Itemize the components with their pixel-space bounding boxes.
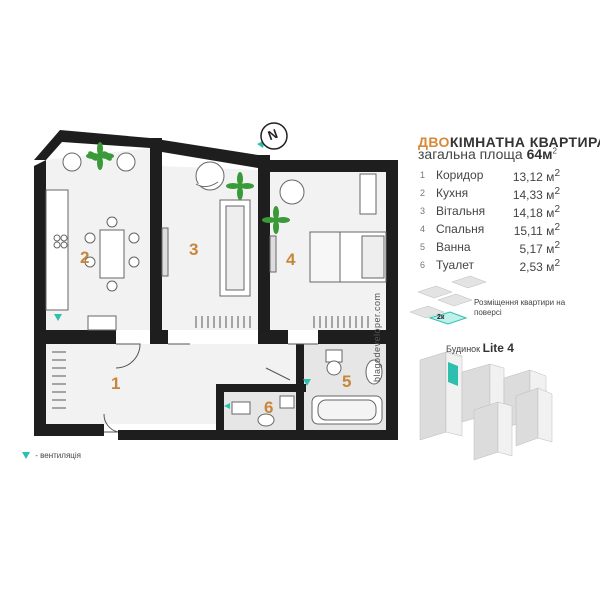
list-item: 2 Кухня 14,33 м2 (420, 186, 560, 204)
list-item: 4 Спальня 15,11 м2 (420, 222, 560, 240)
total-area-label: загальна площа (418, 146, 527, 162)
room-index: 6 (420, 260, 426, 270)
room-area-value: 2,53 м (519, 260, 555, 274)
room-area: 13,12 м2 (513, 168, 560, 184)
total-area-value: 64м (526, 146, 553, 162)
living-furniture (161, 161, 251, 297)
list-item: 1 Коридор 13,12 м2 (420, 168, 560, 186)
room-name: Коридор (436, 168, 484, 182)
room-index: 5 (420, 242, 426, 252)
room-label-2: 2 (80, 248, 90, 267)
room-area-sup: 2 (554, 186, 560, 197)
room-area-sup: 2 (554, 168, 560, 179)
room-index: 1 (420, 170, 426, 180)
room-label-1: 1 (111, 374, 121, 393)
building-name: Lite 4 (482, 341, 514, 355)
building-label: Будинок (446, 344, 481, 354)
kitchen-furniture (45, 152, 140, 331)
room-area-sup: 2 (554, 222, 560, 233)
room-area-sup: 2 (554, 258, 560, 269)
walls (34, 130, 398, 440)
list-item: 6 Туалет 2,53 м2 (420, 258, 560, 276)
room-area-value: 14,33 м (512, 188, 555, 202)
apartment-mark: 2к (437, 314, 445, 321)
room-name: Ванна (436, 240, 471, 254)
room-area: 15,11 м2 (514, 222, 560, 238)
list-item: 3 Вітальня 14,18 м2 (420, 204, 560, 222)
vent-triangle-icon (22, 452, 30, 460)
room-name: Спальня (436, 222, 485, 236)
title-rest: КІМНАТНА КВАРТИРА (449, 134, 600, 150)
room-area-sup: 2 (554, 240, 560, 251)
floor-location-caption: Розміщення квартири на поверсі (474, 298, 566, 317)
room-label-3: 3 (189, 240, 199, 259)
bedroom-furniture (269, 173, 387, 283)
total-area-sup: 2 (552, 146, 557, 156)
floor-fills (46, 148, 386, 432)
room-area-sup: 2 (554, 204, 560, 215)
website-label: blagodeveloper.com (372, 292, 382, 382)
building-block (419, 351, 553, 461)
room-list: 1 Коридор 13,12 м2 2 Кухня 14,33 м2 3 Ві… (420, 168, 560, 276)
room-index: 3 (420, 206, 426, 216)
room-area: 5,17 м2 (519, 240, 560, 256)
room-name: Туалет (436, 258, 474, 272)
room-name: Кухня (436, 186, 469, 200)
room-index: 2 (420, 188, 426, 198)
plants (86, 142, 290, 234)
room-label-4: 4 (286, 250, 296, 269)
vent-legend-label: - вентиляція (33, 451, 81, 460)
room-area-value: 14,18 м (512, 206, 555, 220)
room-index: 4 (420, 224, 426, 234)
building-caption: Будинок Lite 4 (446, 341, 514, 355)
room-area-value: 15,11 м (513, 224, 555, 238)
room-area: 14,33 м2 (513, 186, 560, 202)
room-area-value: 5,17 м (519, 242, 555, 256)
apartment-title: ДВОКІМНАТНА КВАРТИРА (418, 134, 600, 150)
total-area: загальна площа 64м2 (418, 146, 557, 162)
radiators (52, 316, 369, 409)
vent-legend: - вентиляція (22, 451, 81, 460)
room-area: 2,53 м2 (519, 258, 560, 274)
room-area: 14,18 м2 (513, 204, 560, 220)
room-area-value: 13,12 м (512, 170, 555, 184)
floor-location-map (409, 275, 487, 325)
room-name: Вітальня (436, 204, 486, 218)
room-label-6: 6 (264, 398, 274, 417)
title-accent: ДВО (418, 134, 450, 150)
list-item: 5 Ванна 5,17 м2 (420, 240, 560, 258)
bathroom-furniture (231, 349, 383, 427)
compass-icon (260, 122, 288, 150)
doors (103, 343, 318, 433)
room-label-5: 5 (342, 372, 352, 391)
